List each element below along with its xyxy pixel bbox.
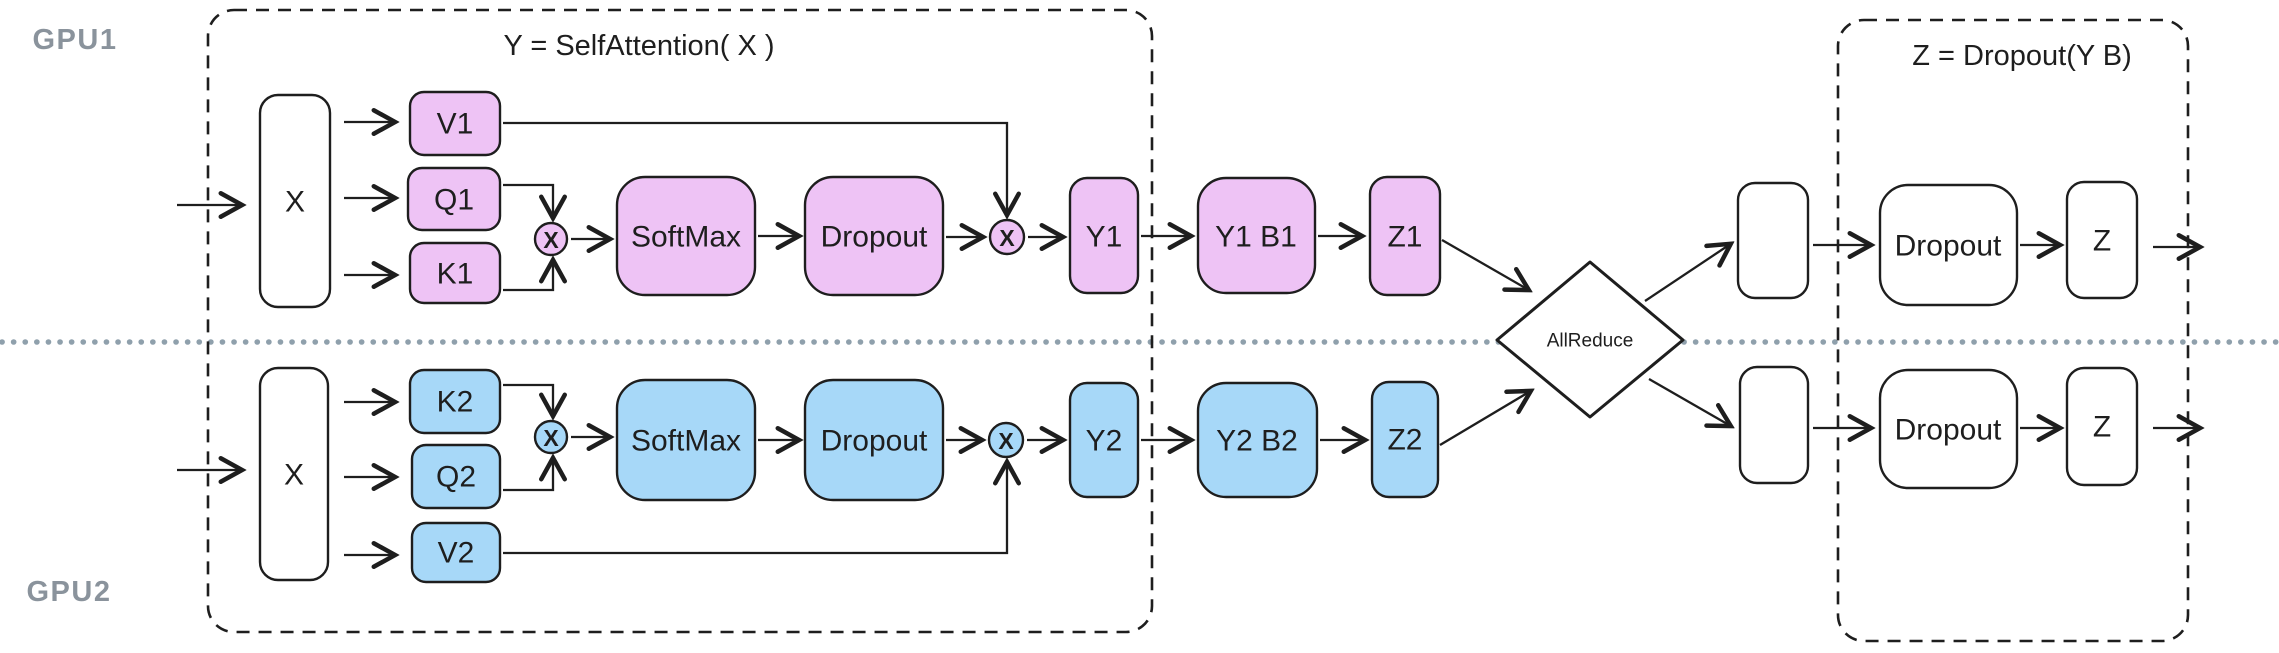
- k2-label: K2: [437, 386, 474, 419]
- multiply1-circle-gpu2: [533, 419, 569, 455]
- q2-label: Q2: [436, 461, 476, 494]
- y1-label: Y1: [1086, 221, 1123, 254]
- output-dropout-box-gpu2: [1878, 368, 2019, 490]
- x-input-label-gpu1: X: [285, 186, 305, 219]
- output-dropout-label-gpu2: Dropout: [1895, 414, 2002, 447]
- multiply2-label-gpu2: X: [998, 428, 1014, 454]
- q1-box: [406, 166, 502, 232]
- output-dropout-box-gpu1: [1878, 183, 2019, 307]
- dropout-label-gpu2: Dropout: [821, 425, 928, 458]
- allreduce-diamond: [1495, 260, 1685, 419]
- softmax-label-gpu1: SoftMax: [631, 221, 741, 254]
- multiply2-circle-gpu1: [988, 218, 1026, 256]
- v1-label: V1: [437, 108, 474, 141]
- z2-box: [1370, 380, 1440, 499]
- z-output-label-gpu2: Z: [2093, 411, 2111, 444]
- buffer-box-gpu1: [1736, 181, 1810, 300]
- dropout-box-gpu1: [803, 175, 945, 297]
- softmax-box-gpu1: [615, 175, 757, 297]
- v2-box: [410, 521, 502, 584]
- gpu2-label: GPU2: [27, 576, 112, 608]
- y2-label: Y2: [1086, 425, 1123, 458]
- x-input-box-gpu1: [258, 93, 332, 309]
- k1-label: K1: [437, 258, 474, 291]
- wire-v1-to-multiply2-gpu1: [503, 121, 1007, 213]
- wire-v2-to-multiply2-gpu2: [503, 464, 1007, 555]
- y2-box: [1068, 381, 1140, 499]
- dropout-box-gpu2: [803, 378, 945, 502]
- wire-q2-to-multiply1-gpu2: [503, 460, 553, 492]
- arrow-z2-to-allreduce: [1439, 392, 1529, 446]
- v2-label: V2: [438, 537, 475, 570]
- z-output-label-gpu1: Z: [2093, 225, 2111, 258]
- x-input-box-gpu2: [258, 366, 330, 582]
- z-output-box-gpu2: [2065, 366, 2139, 487]
- multiply1-circle-gpu1: [533, 221, 569, 257]
- k2-box: [408, 368, 502, 435]
- dropout-panel-title: Z = Dropout(Y B): [1912, 40, 2131, 72]
- dropout-label-gpu1: Dropout: [821, 221, 928, 254]
- z1-box: [1368, 175, 1442, 297]
- y1b1-label: Y1 B1: [1215, 221, 1297, 254]
- softmax-box-gpu2: [615, 378, 757, 502]
- multiply2-label-gpu1: X: [999, 225, 1015, 251]
- z-output-box-gpu1: [2065, 180, 2139, 300]
- multiply1-label-gpu1: X: [543, 227, 559, 253]
- output-dropout-label-gpu1: Dropout: [1895, 230, 2002, 263]
- k1-box: [408, 241, 502, 305]
- dropout-dashed-frame: [1836, 18, 2190, 643]
- v1-box: [408, 90, 502, 157]
- softmax-label-gpu2: SoftMax: [631, 425, 741, 458]
- q1-label: Q1: [434, 184, 474, 217]
- x-input-label-gpu2: X: [284, 459, 304, 492]
- self-attention-title: Y = SelfAttention( X ): [503, 30, 774, 62]
- z2-label: Z2: [1387, 424, 1422, 457]
- y2b2-label: Y2 B2: [1216, 425, 1298, 458]
- arrow-allreduce-to-buffer-gpu1: [1644, 245, 1729, 302]
- gpu1-label: GPU1: [33, 24, 118, 56]
- multiply2-circle-gpu2: [987, 421, 1025, 459]
- y1b1-box: [1196, 176, 1317, 295]
- buffer-box-gpu2: [1738, 365, 1810, 485]
- arrow-z1-to-allreduce: [1441, 239, 1527, 289]
- arrow-allreduce-to-buffer-gpu2: [1648, 378, 1729, 425]
- y2b2-box: [1196, 381, 1319, 499]
- z1-label: Z1: [1387, 221, 1422, 254]
- wire-k2-to-multiply1-gpu2: [503, 383, 553, 414]
- wire-q1-to-multiply1-gpu1: [503, 183, 553, 216]
- wire-k1-to-multiply1-gpu1: [503, 262, 553, 292]
- allreduce-label: AllReduce: [1547, 331, 1634, 352]
- multiply1-label-gpu2: X: [543, 425, 559, 451]
- q2-box: [410, 443, 502, 510]
- y1-box: [1068, 176, 1140, 295]
- self-attention-dashed-frame: [206, 8, 1154, 634]
